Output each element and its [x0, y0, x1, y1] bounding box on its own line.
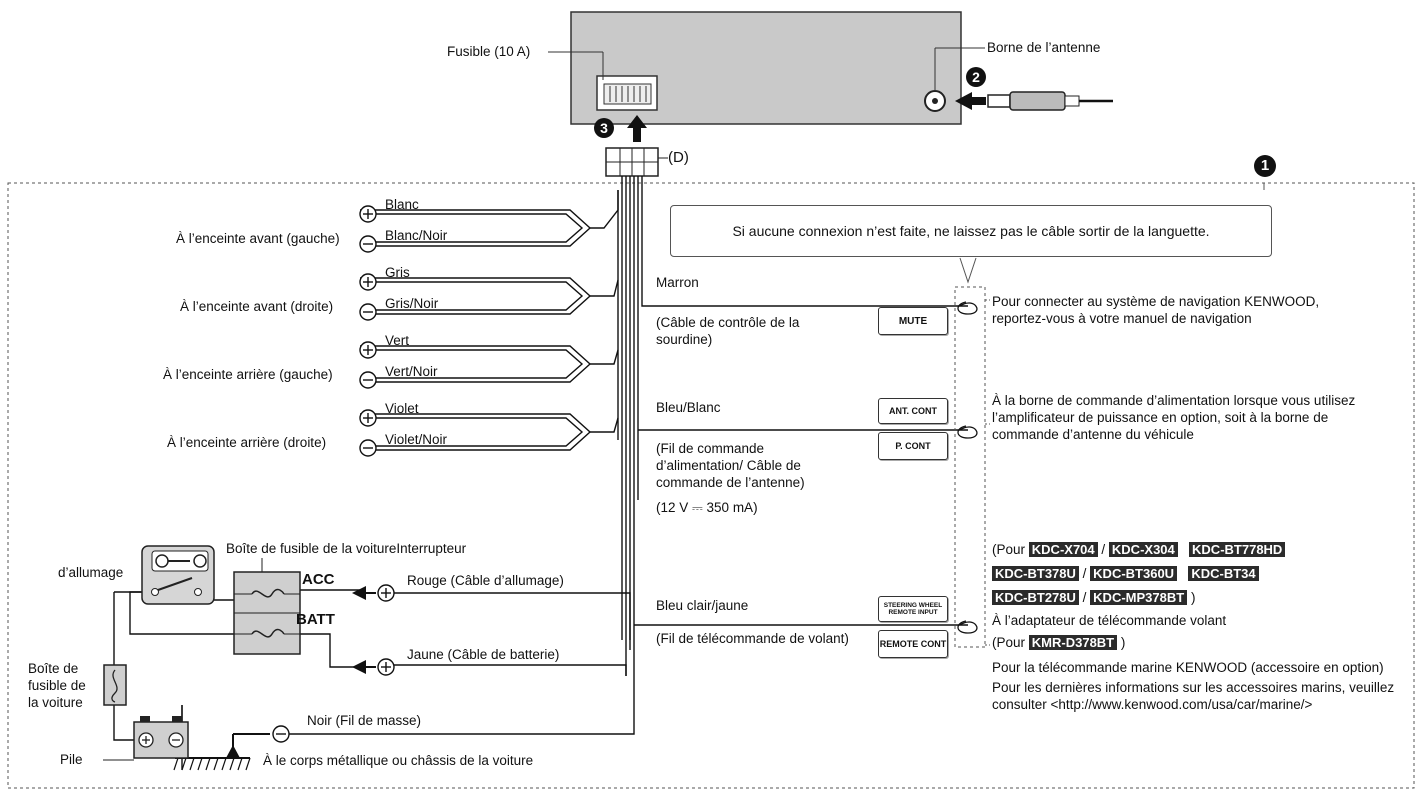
model-badge: KDC-BT34	[1188, 566, 1259, 581]
model-badge: KDC-MP378BT	[1090, 590, 1188, 605]
speaker-plus-color: Vert	[385, 333, 410, 348]
step-1-marker: 1	[1254, 155, 1276, 177]
speaker-dest: À l’enceinte avant (gauche)	[176, 231, 340, 246]
mute-wire-color: Marron	[656, 275, 699, 290]
ground-dest-label: À le corps métallique ou châssis de la v…	[263, 753, 534, 768]
pcont-wire-color: Bleu/Blanc	[656, 400, 721, 415]
ant-cont-box: ANT. CONT	[878, 398, 948, 424]
model-badge: KDC-BT360U	[1090, 566, 1178, 581]
speaker-dest: À l’enceinte avant (droite)	[180, 299, 334, 314]
speaker-plus-color: Blanc	[385, 197, 419, 212]
speaker-dest: À l’enceinte arrière (droite)	[167, 435, 327, 450]
pour-label: (Pour	[992, 635, 1026, 650]
car-fuse-box-label: Boîte de fusible de la voitureInterrupte…	[226, 541, 467, 556]
pcont-spec: (12 V ⎓ 350 mA)	[656, 500, 758, 515]
mute-connector-box: MUTE	[878, 307, 948, 335]
ignition-label: d’allumage	[58, 565, 124, 580]
step-2-marker: 2	[966, 67, 986, 87]
speaker-plus-color: Violet	[385, 401, 419, 416]
small-fuse-label: Boîte de fusible de la voiture	[28, 661, 86, 710]
speaker-dest: À l’enceinte arrière (gauche)	[163, 367, 333, 382]
marine-note-1: Pour la télécommande marine KENWOOD (acc…	[992, 660, 1384, 675]
marine-models-line: (Pour KMR-D378BT )	[992, 634, 1125, 651]
remote-models-line1: (Pour KDC-X704 / KDC-X304 KDC-BT778HD	[992, 541, 1286, 558]
remote-wire-color: Bleu clair/jaune	[656, 598, 749, 613]
callout-no-connection: Si aucune connexion n’est faite, ne lais…	[670, 205, 1272, 257]
acc-label: ACC	[302, 571, 335, 588]
callout-text: Si aucune connexion n’est faite, ne lais…	[732, 223, 1210, 239]
pcont-wire-desc: (Fil de commande d’alimentation/ Câble d…	[656, 441, 805, 490]
model-badge: KDC-BT778HD	[1189, 542, 1286, 557]
model-badge: KDC-X304	[1108, 542, 1178, 557]
ground-wire-label: Noir (Fil de masse)	[307, 713, 422, 728]
batt-label: BATT	[296, 611, 335, 628]
model-badge: KDC-BT378U	[992, 566, 1079, 581]
small-car-fuse	[103, 664, 127, 706]
ignition-wire-label: Rouge (Câble d’allumage)	[407, 573, 564, 588]
fuse-label: Fusible (10 A)	[447, 44, 531, 59]
steering-wheel-input-box: STEERING WHEEL REMOTE INPUT	[878, 596, 948, 622]
speaker-minus-color: Vert/Noir	[385, 364, 438, 379]
antenna-label: Borne de l’antenne	[987, 40, 1101, 55]
model-badge: KDC-X704	[1028, 542, 1098, 557]
antenna-plug	[987, 94, 1011, 108]
mute-wire-desc: (Câble de contrôle de la sourdine)	[656, 315, 800, 347]
close-paren: )	[1190, 590, 1196, 605]
mute-note: Pour connecter au système de navigation …	[992, 294, 1320, 326]
model-badge: KDC-BT278U	[992, 590, 1079, 605]
speaker-minus-color: Gris/Noir	[385, 296, 439, 311]
step-3-marker: 3	[594, 118, 614, 138]
pcont-note: À la borne de commande d’alimentation lo…	[992, 393, 1356, 442]
remote-cont-box: REMOTE CONT	[878, 630, 948, 658]
connector-d-label: (D)	[668, 149, 689, 166]
close-paren: )	[1120, 635, 1126, 650]
battery-wire-label: Jaune (Câble de batterie)	[407, 647, 560, 662]
adapter-note: À l’adaptateur de télécommande volant	[992, 613, 1227, 628]
marine-note-2: Pour les dernières informations sur les …	[992, 680, 1395, 712]
speaker-minus-color: Violet/Noir	[385, 432, 448, 447]
pour-label: (Pour	[992, 542, 1026, 557]
battery-label: Pile	[60, 752, 83, 767]
p-cont-box: P. CONT	[878, 432, 948, 460]
model-badge: KMR-D378BT	[1028, 635, 1118, 650]
speaker-minus-color: Blanc/Noir	[385, 228, 448, 243]
remote-models-line3: KDC-BT278U / KDC-MP378BT )	[992, 589, 1195, 606]
remote-wire-desc: (Fil de télécommande de volant)	[656, 631, 849, 646]
remote-models-line2: KDC-BT378U / KDC-BT360U KDC-BT34	[992, 565, 1259, 582]
speaker-plus-color: Gris	[385, 265, 410, 280]
